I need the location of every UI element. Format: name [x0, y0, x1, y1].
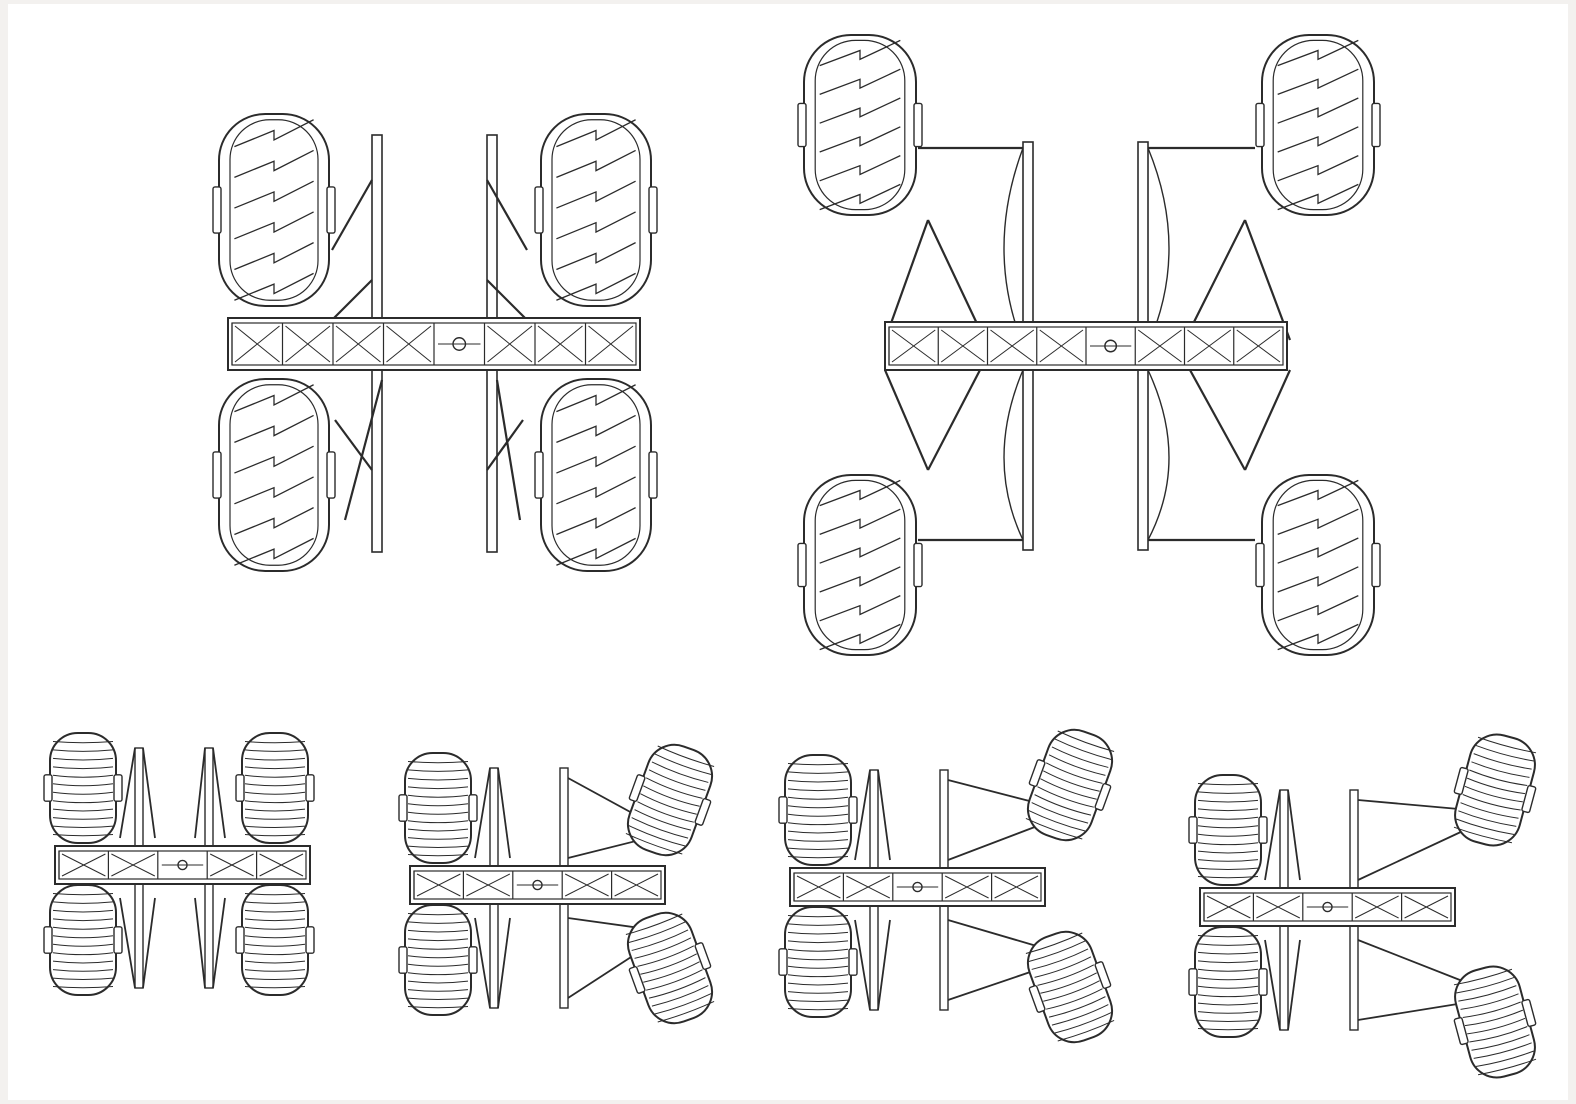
ribbed-tire-icon [398, 752, 478, 864]
ribbed-tire-icon [235, 884, 315, 996]
lugged-tire-icon [534, 113, 658, 307]
lugged-tire-icon [534, 378, 658, 572]
chassis-frame [884, 321, 1288, 371]
lugged-tire-icon [797, 474, 923, 656]
ribbed-tire-icon [1188, 926, 1268, 1038]
ribbed-tire-icon [625, 911, 715, 1025]
ribbed-tire-icon [398, 904, 478, 1016]
chassis-frame [409, 865, 666, 905]
panel-small-stance-4 [1188, 733, 1537, 1079]
lugged-tire-icon [1255, 34, 1381, 216]
panel-large-narrow-stance [212, 113, 658, 572]
chassis-frame [1199, 887, 1456, 927]
chassis-frame [227, 317, 641, 371]
lugged-tire-icon [1255, 474, 1381, 656]
panel-small-stance-3 [778, 728, 1115, 1044]
chassis-frame [789, 867, 1046, 907]
panel-small-stance-2 [398, 743, 715, 1025]
ribbed-tire-icon [43, 884, 123, 996]
lugged-tire-icon [797, 34, 923, 216]
lugged-tire-icon [212, 378, 336, 572]
ribbed-tire-icon [235, 732, 315, 844]
ribbed-tire-icon [778, 754, 858, 866]
panel-small-stance-1 [43, 732, 315, 996]
chassis-frame [54, 845, 311, 885]
ribbed-tire-icon [778, 906, 858, 1018]
panel-large-wide-stance [797, 34, 1381, 656]
ribbed-tire-icon [625, 743, 715, 857]
ribbed-tire-icon [1453, 965, 1537, 1079]
ribbed-tire-icon [1453, 733, 1537, 847]
ribbed-tire-icon [1188, 774, 1268, 886]
lugged-tire-icon [212, 113, 336, 307]
ribbed-tire-icon [43, 732, 123, 844]
ribbed-tire-icon [1025, 930, 1115, 1044]
ribbed-tire-icon [1025, 728, 1115, 842]
